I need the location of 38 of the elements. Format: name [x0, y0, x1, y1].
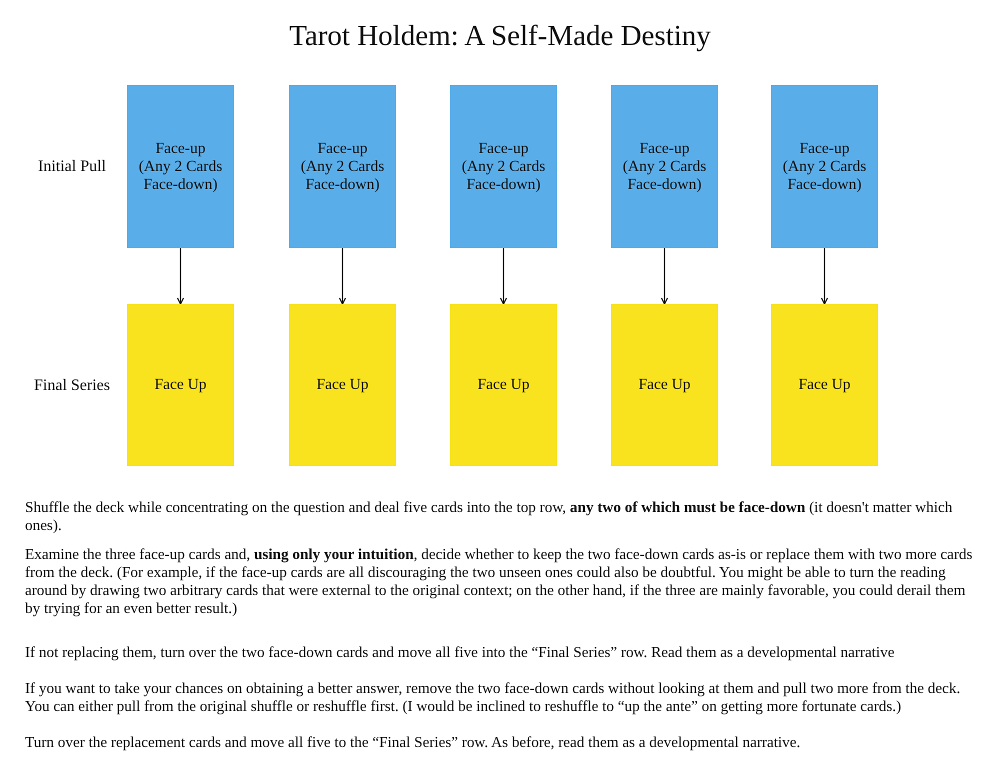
card-heading: Face-up: [478, 140, 528, 158]
arrow: [660, 248, 668, 305]
card-box: [450, 85, 557, 248]
card-box: [450, 304, 557, 466]
card-heading: Face-up: [640, 140, 690, 158]
card-box: [127, 85, 234, 248]
card-heading: Face Up: [154, 376, 207, 394]
card-heading: Face Up: [638, 376, 691, 394]
card-box: [771, 85, 878, 248]
card-box: [289, 85, 396, 248]
card-text: (Any 2 Cards Face-down): [460, 158, 546, 194]
card-box: [289, 304, 396, 466]
arrow: [176, 248, 184, 305]
card-heading: Face Up: [477, 376, 530, 394]
card-text: (Any 2 Cards Face-down): [300, 158, 386, 194]
card-text: (Any 2 Cards Face-down): [622, 158, 708, 194]
paragraph: Turn over the replacement cards and move all five to the “Final Series” row. As before, read them as a developmental narrative.: [25, 734, 802, 752]
card-text: (Any 2 Cards Face-down): [138, 158, 224, 194]
paragraph: If not replacing them, turn over the two face-down cards and move all five into the “Final Series” row. Read them as a developmental narrative: [25, 644, 896, 662]
card-box: [611, 85, 718, 248]
card-box: [771, 304, 878, 466]
paragraph: Shuffle the deck while concentrating on the question and deal five cards into the top row, any two of which must be face-down (it doesn't matter which ones).: [25, 499, 954, 535]
card-heading: Face Up: [316, 376, 369, 394]
row-label: Initial Pull: [38, 158, 106, 176]
arrow: [338, 248, 346, 305]
card-heading: Face Up: [798, 376, 851, 394]
paragraph: If you want to take your chances on obtaining a better answer, remove the two face-down cards without looking at them and pull two more from the deck. You can either pull from the original shuffle or reshuffle first. (I would be inclined to reshuffle to “up the ante” on getting more fortunate cards.): [25, 680, 962, 716]
card-heading: Face-up: [156, 140, 206, 158]
row-label: Final Series: [34, 377, 110, 395]
card-text: (Any 2 Cards Face-down): [782, 158, 868, 194]
arrow: [500, 248, 508, 305]
card-box: [127, 304, 234, 466]
paragraph: Examine the three face-up cards and, using only your intuition, decide whether to keep the two face-down cards as-is or replace them with two more cards from the deck. (For example, if the face-up cards are all discouraging the two unseen ones could also be doubtful. You might be able to turn the reading around by drawing two arbitrary cards that were external to the original context; on the other hand, if the three are mainly favorable, you could derail them by trying for an even better result.): [25, 546, 974, 618]
arrow: [820, 248, 828, 305]
card-heading: Face-up: [318, 140, 368, 158]
card-heading: Face-up: [800, 140, 850, 158]
title: Tarot Holdem: A Self-Made Destiny: [288, 20, 712, 53]
card-box: [611, 304, 718, 466]
